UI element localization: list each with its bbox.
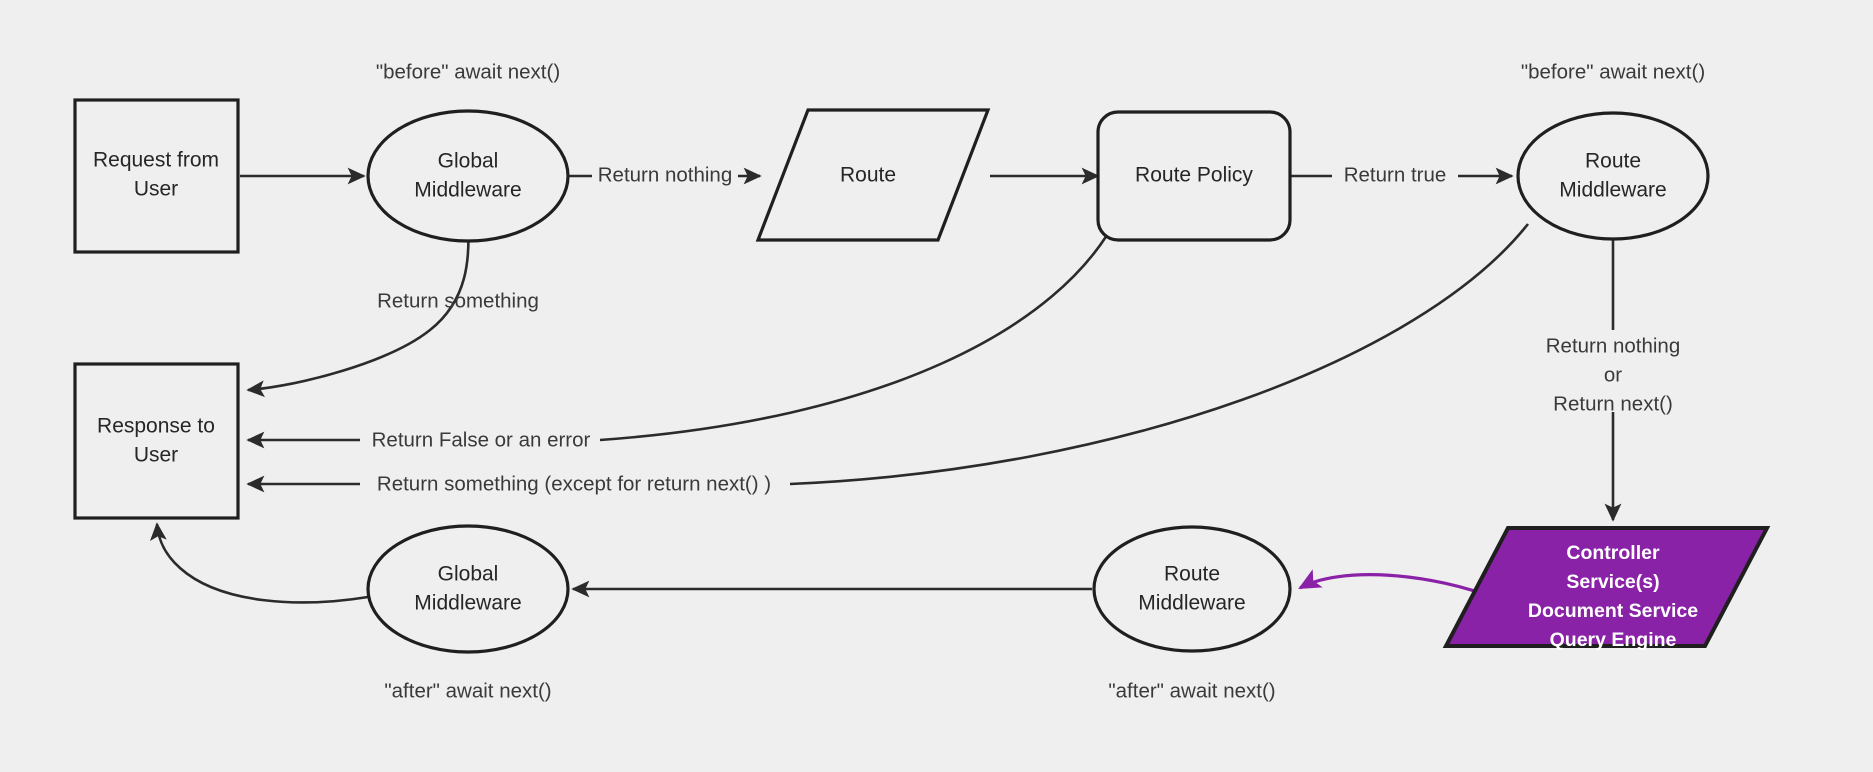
edge-label-return-nothing: Return nothing	[598, 163, 732, 186]
node-route-middleware-before[interactable]	[1516, 111, 1710, 241]
node-request-from-user-label-line2: User	[134, 178, 178, 201]
node-route-middleware-after-label-line2: Middleware	[1138, 592, 1245, 615]
node-controller-services[interactable]	[1442, 526, 1771, 648]
node-global-middleware-before-label-line2: Middleware	[414, 179, 521, 202]
node-route-label: Route	[840, 164, 896, 187]
edge-label-return-nothing-or-next-line3: Return next()	[1553, 392, 1673, 415]
node-route-middleware-after[interactable]	[1092, 525, 1292, 653]
edge-label-return-nothing-or-next-line1: Return nothing	[1546, 334, 1680, 357]
annotation-global-middleware-after: "after" await next()	[384, 679, 551, 702]
node-route-middleware-before-label-line1: Route	[1585, 150, 1641, 173]
node-global-middleware-after-label-line2: Middleware	[414, 592, 521, 615]
node-global-middleware-after[interactable]	[366, 524, 570, 654]
annotation-route-middleware-after: "after" await next()	[1108, 679, 1275, 702]
edge-label-return-nothing-or-next-line2: or	[1604, 363, 1622, 386]
node-response-to-user-label-line1: Response to	[97, 415, 215, 438]
node-route[interactable]	[755, 108, 991, 242]
node-route-policy-label: Route Policy	[1135, 164, 1253, 187]
edge-label-return-something-except: Return something (except for return next…	[377, 472, 771, 495]
edge-label-return-false-or-error: Return False or an error	[372, 428, 591, 451]
node-route-middleware-before-label-line2: Middleware	[1559, 179, 1666, 202]
edge-route-middleware-return-something-curve	[789, 223, 1530, 486]
node-controller-services-label-line3: Document Service	[1528, 600, 1698, 622]
edge-label-return-something: Return something	[377, 289, 539, 312]
node-controller-services-label-line4: Query Engine	[1550, 629, 1677, 651]
node-response-to-user-label-line2: User	[134, 444, 178, 467]
annotation-global-middleware-before: "before" await next()	[376, 60, 560, 83]
annotation-route-middleware-before: "before" await next()	[1521, 60, 1705, 83]
node-global-middleware-before-label-line1: Global	[438, 150, 499, 173]
node-controller-services-label-line1: Controller	[1566, 542, 1660, 564]
edge-global-middleware-return-something	[246, 221, 470, 398]
node-request-from-user-label-line1: Request from	[93, 149, 219, 172]
node-route-middleware-after-label-line1: Route	[1164, 563, 1220, 586]
node-controller-services-label-line2: Service(s)	[1566, 571, 1659, 593]
node-global-middleware-after-label-line1: Global	[438, 563, 499, 586]
edge-global-middleware-after-to-response	[149, 522, 369, 604]
edge-route-policy-return-false-curve	[599, 215, 1120, 442]
node-response-to-user[interactable]	[73, 362, 240, 520]
node-route-policy[interactable]	[1096, 110, 1292, 242]
node-global-middleware-before[interactable]	[366, 109, 570, 243]
node-request-from-user[interactable]	[73, 98, 240, 254]
edge-label-return-true: Return true	[1344, 163, 1447, 186]
